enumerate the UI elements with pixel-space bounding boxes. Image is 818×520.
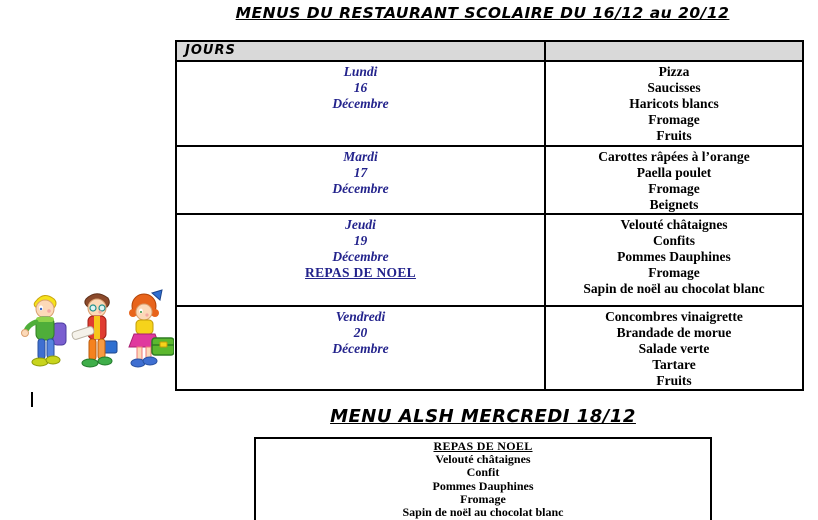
menu-item: Fromage	[648, 265, 700, 280]
menu-item: Saucisses	[647, 80, 701, 95]
day-name: Lundi	[343, 64, 378, 79]
day-number: 17	[353, 165, 368, 180]
header-cell-jours: JOURS	[175, 40, 546, 62]
menu-item: Pizza	[658, 64, 690, 79]
boy-glasses	[71, 293, 118, 368]
girl	[128, 289, 174, 368]
menu-item: Tartare	[652, 357, 696, 372]
menu-item: Pommes Dauphines	[617, 249, 731, 264]
header-cell-empty	[544, 40, 804, 62]
menu-item: Fruits	[656, 128, 692, 143]
menu-item: Paella poulet	[636, 165, 712, 180]
menu-item: Fromage	[648, 181, 700, 196]
menu-item: Velouté châtaignes	[620, 217, 728, 232]
menu-cell-mardi: Carottes râpées à l’orange Paella poulet…	[544, 145, 804, 215]
menu-item: Haricots blancs	[629, 96, 719, 111]
menu-item: Sapin de noël au chocolat blanc	[402, 505, 564, 520]
boy-blond	[21, 295, 67, 367]
menu-item: Fromage	[648, 112, 700, 127]
menu-cell-jeudi: Velouté châtaignes Confits Pommes Dauphi…	[544, 213, 804, 307]
menu-item: Carottes râpées à l’orange	[598, 149, 750, 164]
menu-item: Velouté châtaignes	[435, 452, 531, 467]
alsh-title: MENU ALSH MERCREDI 18/12	[330, 406, 636, 427]
table-row: Jeudi 19 Décembre REPAS DE NOEL Velouté …	[175, 213, 804, 307]
day-cell-vendredi: Vendredi 20 Décembre	[175, 305, 546, 391]
alsh-menu-box: REPAS DE NOEL Velouté châtaignes Confit …	[254, 437, 712, 520]
menu-item: Salade verte	[638, 341, 710, 356]
menu-cell-vendredi: Concombres vinaigrette Brandade de morue…	[544, 305, 804, 391]
main-title: MENUS DU RESTAURANT SCOLAIRE DU 16/12 au…	[235, 4, 730, 22]
menu-item: Sapin de noël au chocolat blanc	[583, 281, 765, 296]
table-row: Vendredi 20 Décembre Concombres vinaigre…	[175, 305, 804, 391]
day-name: Vendredi	[335, 309, 386, 324]
menu-item: Confit	[466, 465, 500, 480]
christmas-meal-label: REPAS DE NOEL	[433, 439, 533, 453]
day-name: Mardi	[343, 149, 378, 164]
day-cell-mardi: Mardi 17 Décembre	[175, 145, 546, 215]
text-cursor	[31, 392, 33, 407]
day-name: Jeudi	[345, 217, 376, 232]
menu-item: Fromage	[460, 491, 506, 506]
day-number: 20	[353, 325, 368, 340]
day-month: Décembre	[332, 249, 389, 264]
menu-item: Confits	[652, 233, 695, 248]
menu-item: Beignets	[649, 197, 699, 212]
day-cell-jeudi: Jeudi 19 Décembre REPAS DE NOEL	[175, 213, 546, 307]
day-number: 19	[353, 233, 368, 248]
table-row: Lundi 16 Décembre Pizza Saucisses Harico…	[175, 60, 804, 147]
weekly-menu-table: JOURS Lundi 16 Décembre Pizza Saucisses …	[175, 40, 804, 391]
menu-item: Fruits	[656, 373, 692, 388]
table-row: Mardi 17 Décembre Carottes râpées à l’or…	[175, 145, 804, 215]
children-clipart	[21, 289, 174, 368]
day-month: Décembre	[332, 96, 389, 111]
day-number: 16	[353, 80, 368, 95]
menu-item: Brandade de morue	[616, 325, 732, 340]
table-header-row: JOURS	[175, 40, 804, 62]
christmas-meal-label: REPAS DE NOEL	[305, 265, 416, 280]
day-month: Décembre	[332, 341, 389, 356]
menu-item: Pommes Dauphines	[432, 478, 534, 493]
menu-cell-lundi: Pizza Saucisses Haricots blancs Fromage …	[544, 60, 804, 147]
day-cell-lundi: Lundi 16 Décembre	[175, 60, 546, 147]
day-month: Décembre	[332, 181, 389, 196]
menu-item: Concombres vinaigrette	[605, 309, 743, 324]
